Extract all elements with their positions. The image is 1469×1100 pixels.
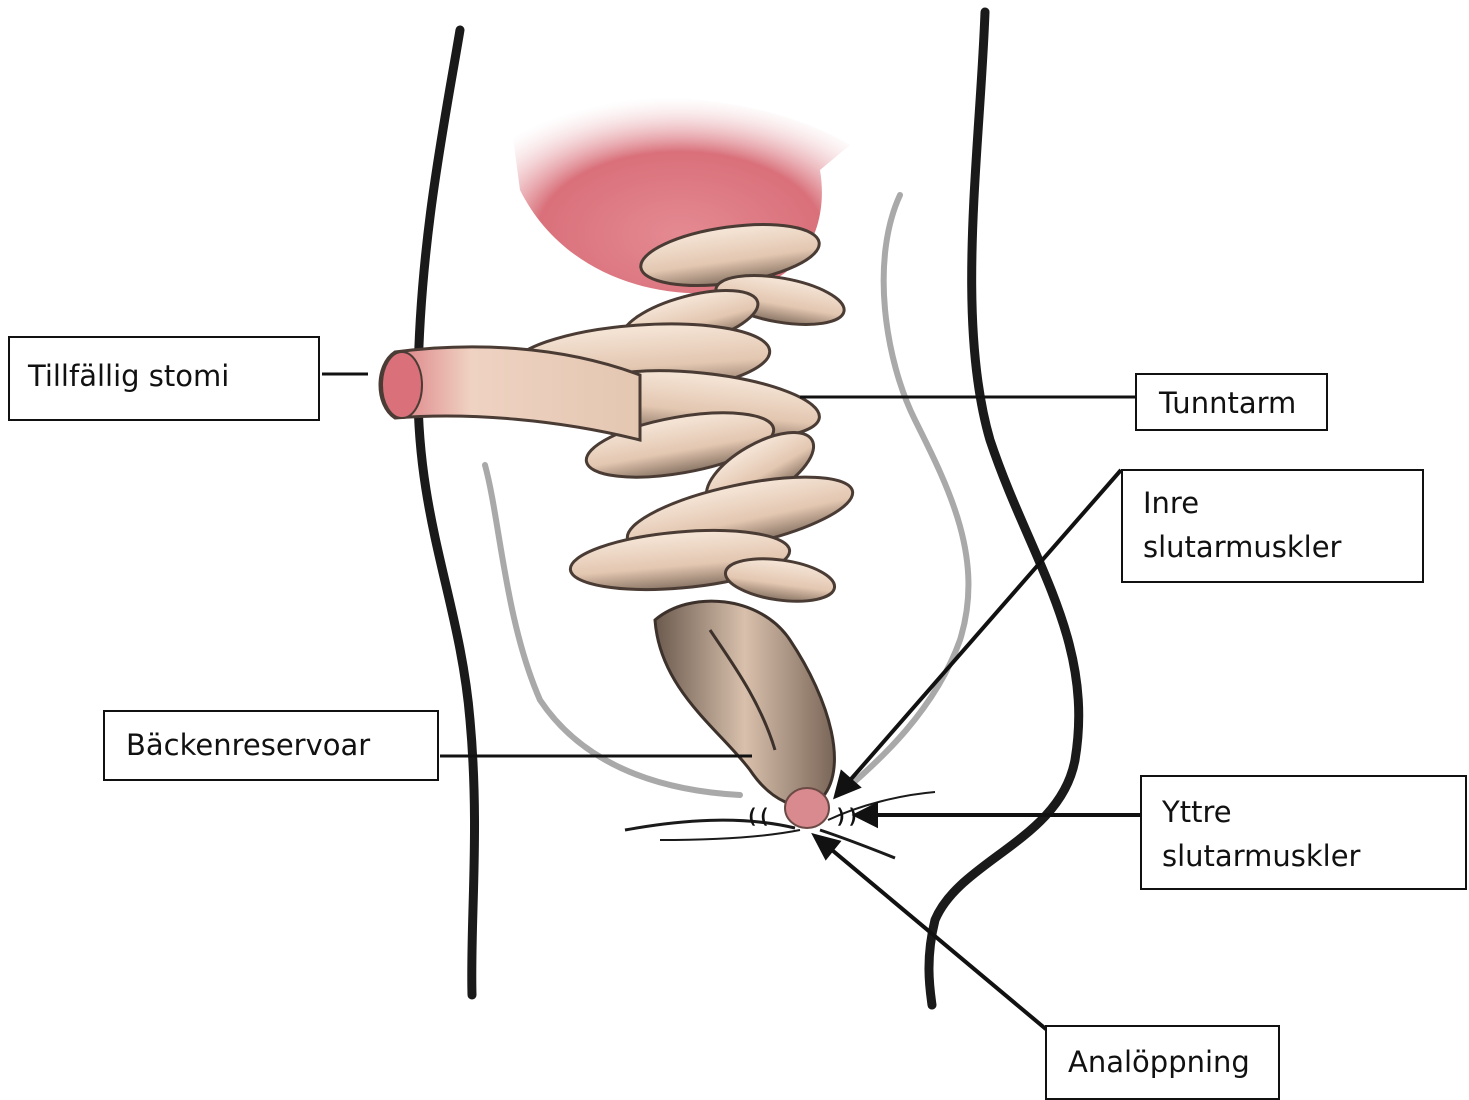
arrow-yttre [856, 805, 1140, 825]
pelvic-reservoir [655, 601, 834, 806]
label-internal-sphincters: Inre slutarmuskler [1121, 469, 1424, 583]
sphincter-mark-right: )) [835, 804, 859, 828]
stoma-opening [382, 352, 422, 418]
label-anal-opening: Analöppning [1045, 1025, 1280, 1100]
sphincter-mark-left: (( [746, 804, 770, 828]
label-temporary-stoma: Tillfällig stomi [8, 336, 320, 421]
body-outline-left [418, 30, 475, 995]
label-external-sphincters: Yttre slutarmuskler [1140, 775, 1467, 890]
label-pelvic-reservoir: Bäckenreservoar [103, 710, 439, 781]
anal-canal [785, 788, 829, 828]
pelvis-right [845, 195, 968, 790]
label-small-intestine: Tunntarm [1135, 373, 1328, 431]
perineum-left-lower [660, 830, 800, 840]
